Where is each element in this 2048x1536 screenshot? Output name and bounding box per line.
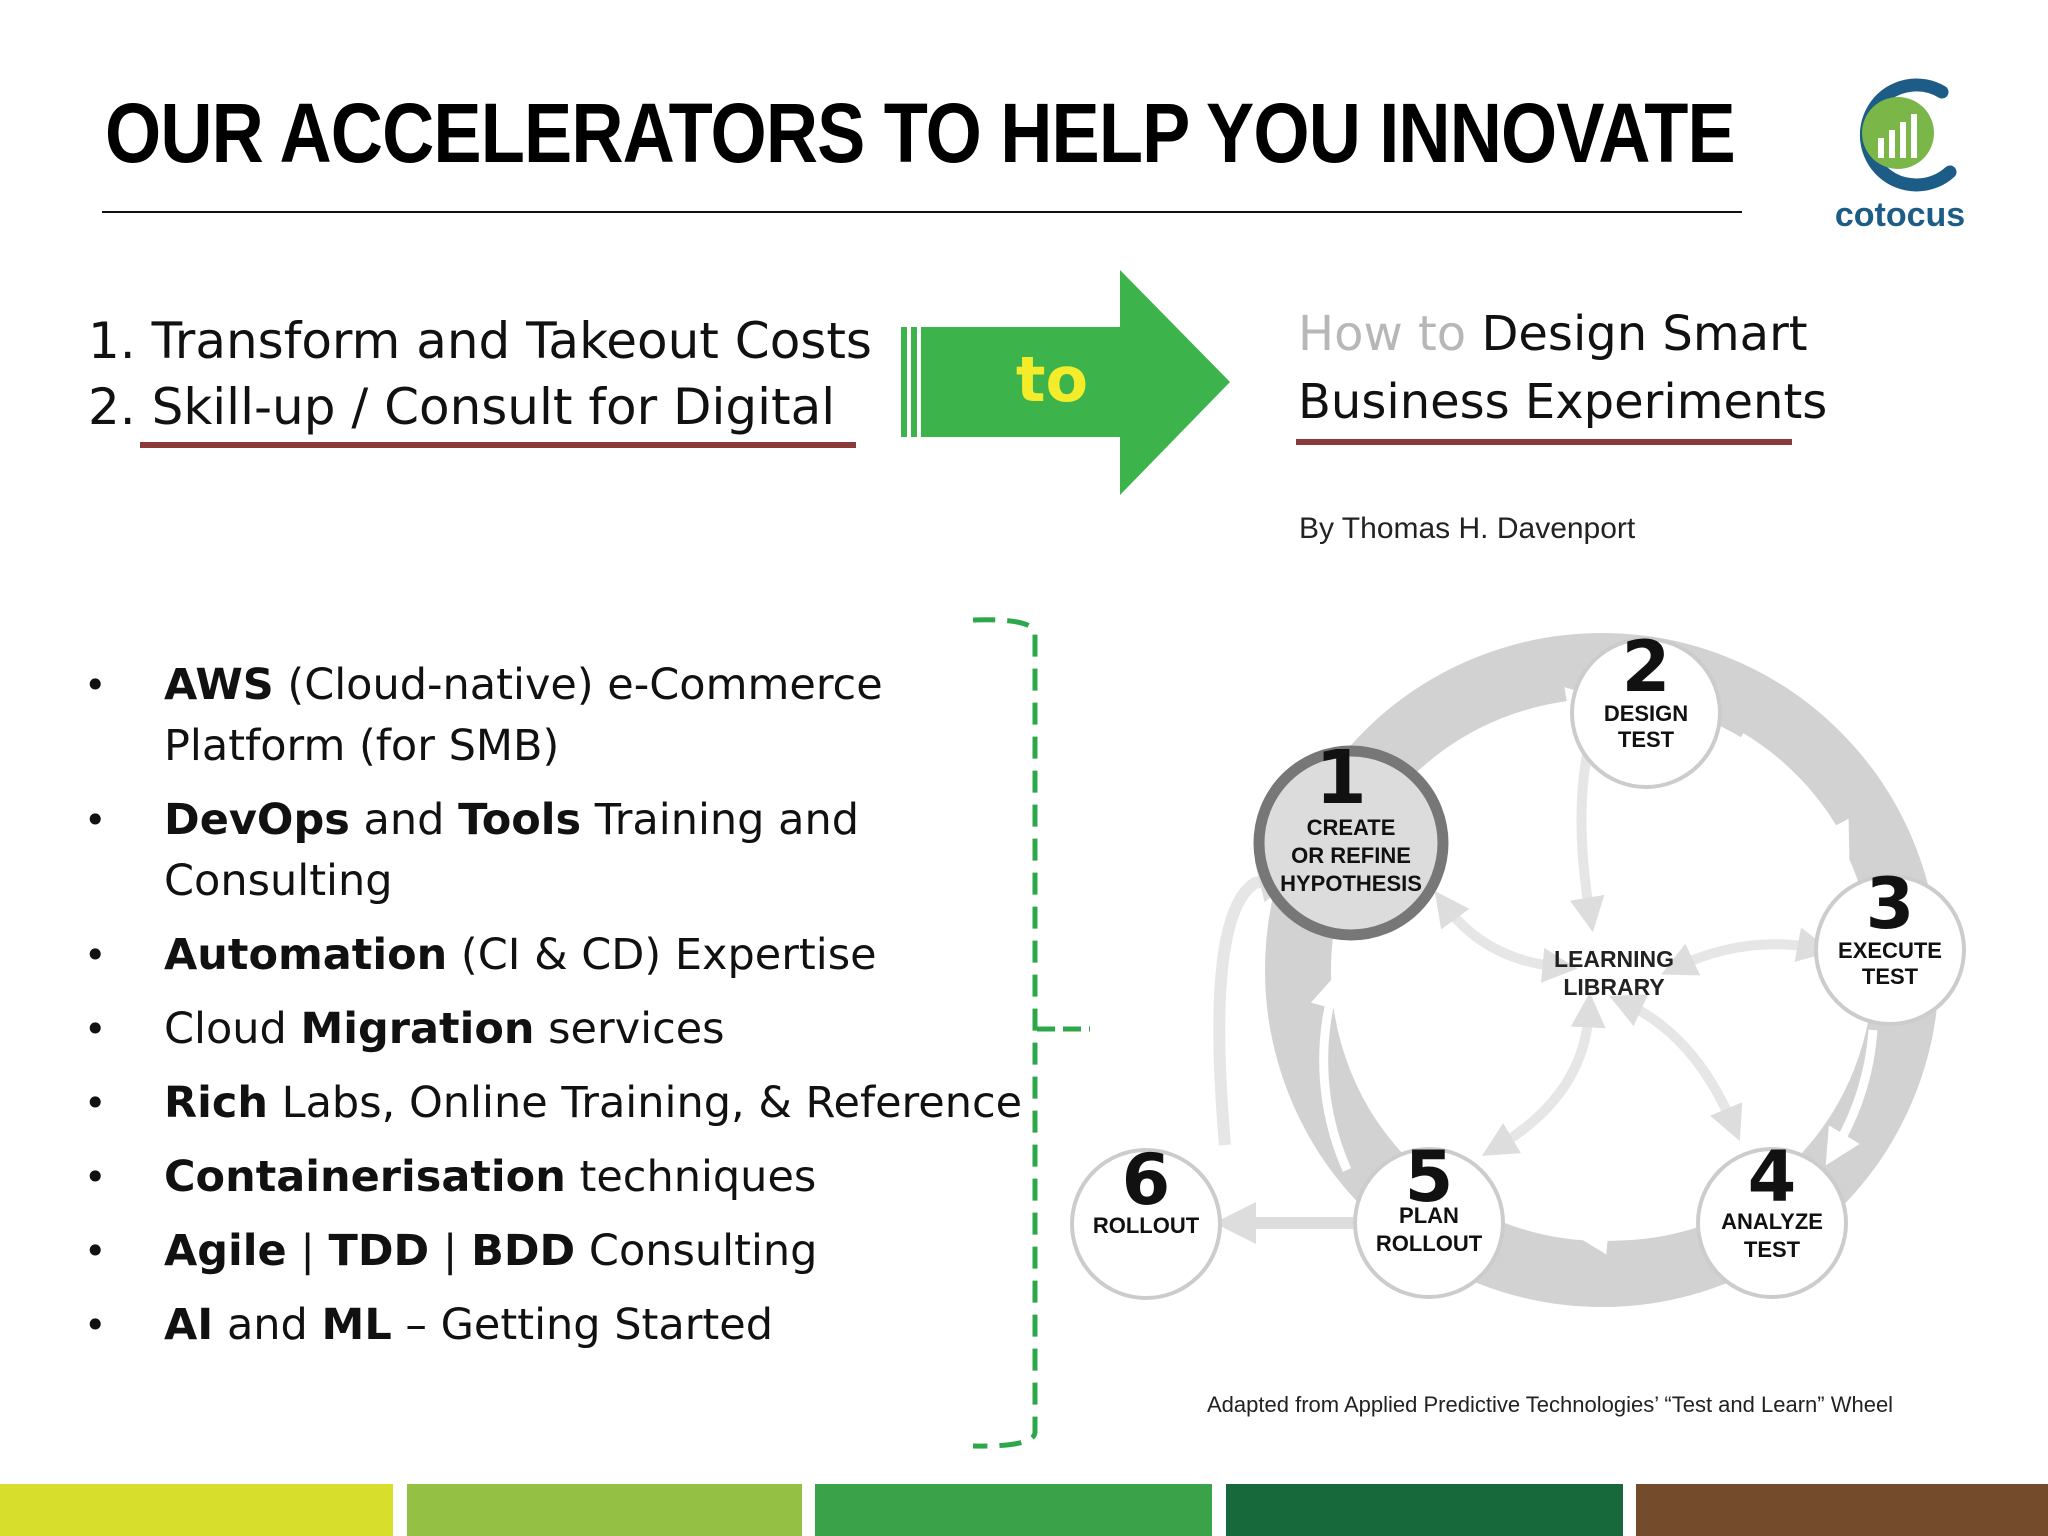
- goal-underline: [140, 442, 856, 448]
- footer-bar-4: [1226, 1484, 1623, 1536]
- book-underline: [1296, 439, 1792, 445]
- step-node-6: [1070, 1148, 1222, 1300]
- book-author: By Thomas H. Davenport: [1299, 512, 1636, 545]
- step-node-4: [1696, 1147, 1848, 1299]
- step-label: EXECUTE: [1838, 938, 1942, 963]
- footer-bar-5: [1636, 1484, 2048, 1536]
- test-and-learn-wheel: LEARNING LIBRARY 1 CREATE OR REFINE HYPO…: [1070, 626, 1966, 1307]
- book-title-line1: How to Design Smart: [1298, 306, 1808, 362]
- step-number: 5: [1405, 1136, 1454, 1218]
- step-label: ANALYZE: [1721, 1209, 1823, 1234]
- step-number: 1: [1315, 735, 1367, 821]
- list-item: Containerisation techniques: [82, 1147, 1042, 1208]
- list-item: Cloud Migration services: [82, 999, 1042, 1060]
- step-label: TEST: [1744, 1237, 1801, 1262]
- step-label: TEST: [1862, 964, 1919, 989]
- wheel-center-label: LIBRARY: [1563, 974, 1664, 1000]
- step-label: ROLLOUT: [1093, 1213, 1200, 1238]
- cotocus-logo: cotocus: [1835, 78, 1965, 234]
- step-label: CREATE: [1307, 815, 1396, 840]
- arrow-label: to: [1016, 343, 1088, 416]
- list-item: Rich Labs, Online Training, & Reference: [82, 1073, 1042, 1134]
- book-title-rest: Design Smart: [1481, 306, 1808, 362]
- list-item: AI and ML – Getting Started: [82, 1295, 1042, 1356]
- wheel-caption: Adapted from Applied Predictive Technolo…: [1207, 1392, 1894, 1417]
- goal-item-1: 1. Transform and Takeout Costs: [88, 312, 872, 370]
- list-item: DevOps and Tools Training and Consulting: [82, 790, 1042, 912]
- step-label: PLAN: [1399, 1203, 1459, 1228]
- step-label: HYPOTHESIS: [1280, 871, 1422, 896]
- step-node-1: [1253, 745, 1449, 941]
- book-title-prefix: How to: [1298, 306, 1467, 362]
- step-label: DESIGN: [1604, 701, 1688, 726]
- footer-bar-2: [407, 1484, 802, 1536]
- list-item: AWS (Cloud-native) e-Commerce Platform (…: [82, 655, 1042, 777]
- footer-bar-1: [0, 1484, 393, 1536]
- logo-text: cotocus: [1835, 196, 1965, 234]
- step-number: 6: [1122, 1139, 1171, 1221]
- step-label: OR REFINE: [1291, 843, 1411, 868]
- list-item: Agile | TDD | BDD Consulting: [82, 1221, 1042, 1282]
- goal-item-2: 2. Skill-up / Consult for Digital: [88, 378, 836, 436]
- step-number: 4: [1748, 1136, 1797, 1218]
- step-label: TEST: [1618, 727, 1675, 752]
- step-number: 2: [1622, 626, 1671, 708]
- title-divider: [102, 211, 1742, 213]
- step-node-3: [1814, 874, 1966, 1026]
- step-node-2: [1570, 637, 1722, 789]
- step-node-5: [1353, 1147, 1505, 1299]
- dashed-bracket: [972, 617, 1090, 1449]
- list-item: Automation (CI & CD) Expertise: [82, 925, 1042, 986]
- page-title: OUR ACCELERATORS TO HELP YOU INNOVATE: [105, 86, 1736, 180]
- step-number: 3: [1866, 863, 1915, 945]
- step-label: ROLLOUT: [1376, 1231, 1483, 1256]
- footer-bar-3: [815, 1484, 1212, 1536]
- accelerator-list: AWS (Cloud-native) e-Commerce Platform (…: [82, 655, 1042, 1369]
- book-title-line2: Business Experiments: [1298, 374, 1828, 430]
- wheel-center-label: LEARNING: [1554, 946, 1674, 972]
- right-arrow-icon: to: [901, 270, 1230, 495]
